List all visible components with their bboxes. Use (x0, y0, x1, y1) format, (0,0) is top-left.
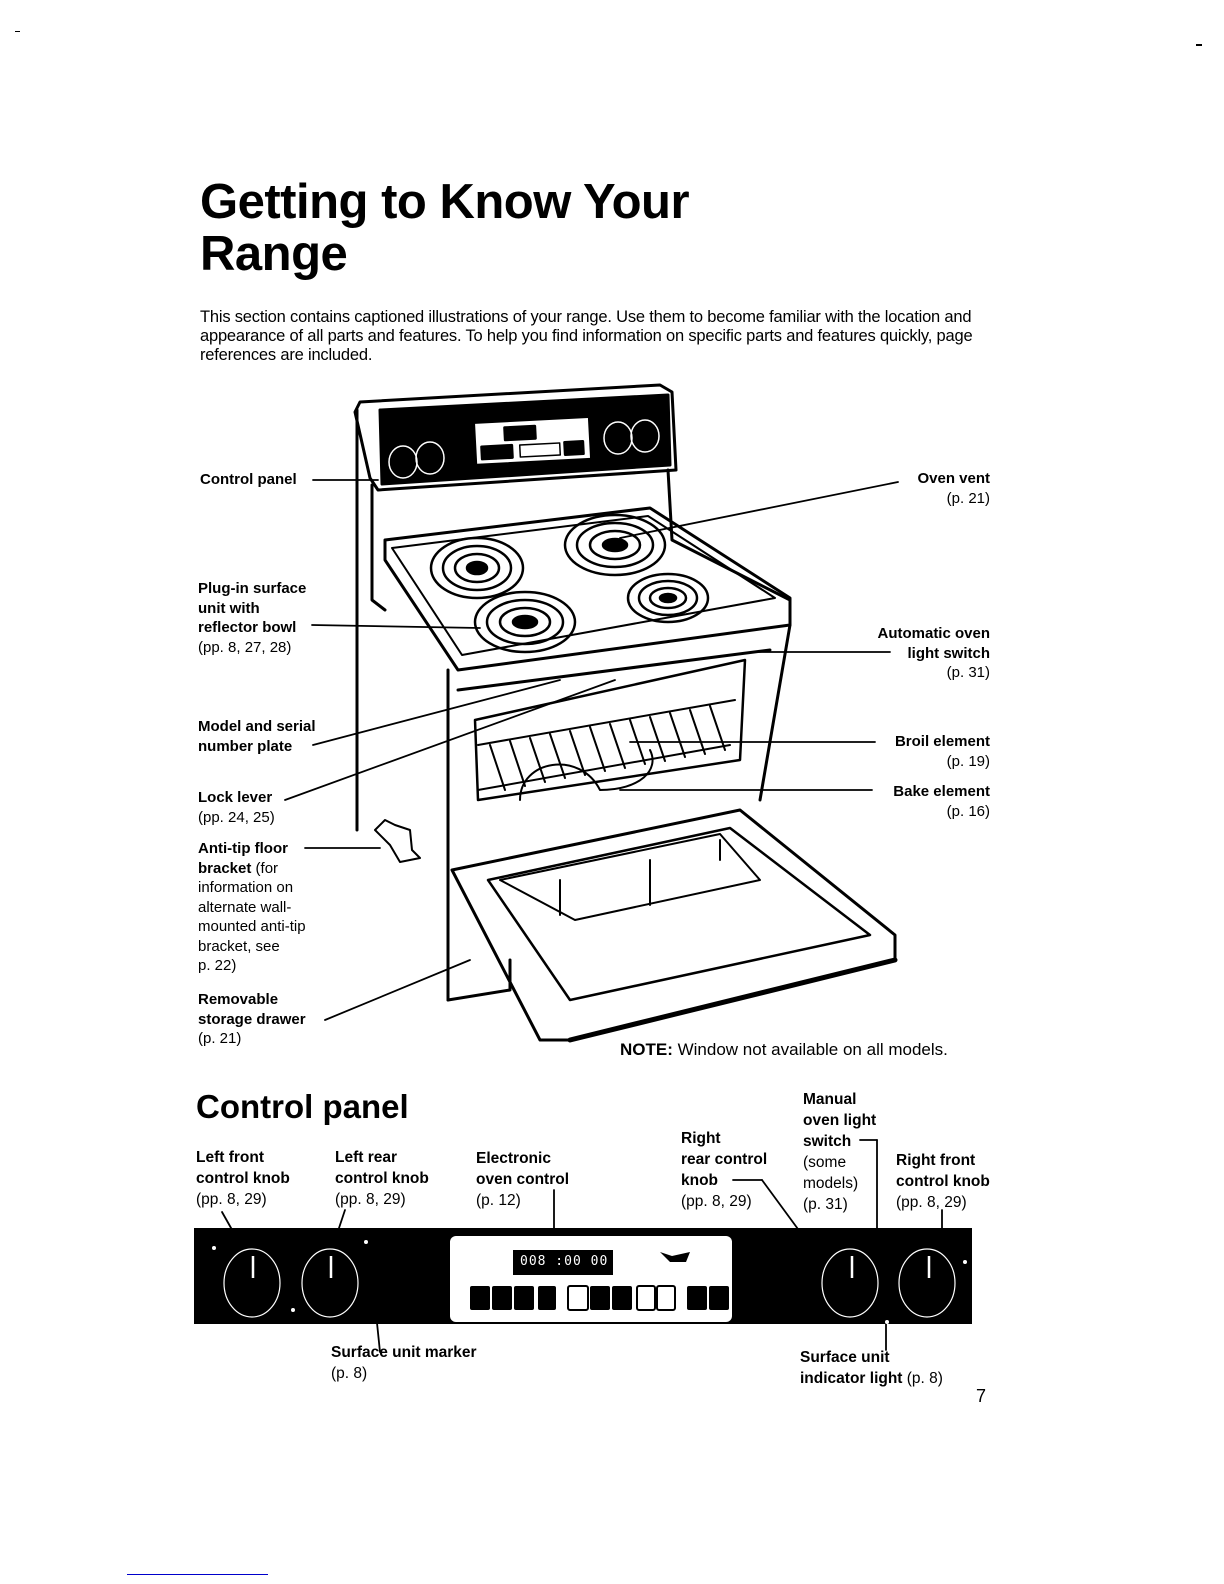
range-front-frame (446, 623, 792, 1002)
whirlpool-logo (660, 1252, 690, 1262)
control-panel-strip (194, 1228, 972, 1324)
callout-broil-element: Broil element (p. 19) (894, 733, 990, 770)
callout-model-serial-plate: Model and serial number plate (198, 718, 316, 755)
scan-speck (1196, 44, 1202, 46)
anti-tip-bracket (374, 819, 421, 863)
control-panel-heading: Control panel (196, 1088, 409, 1125)
callout-oven-vent: Oven vent (p. 21) (917, 470, 990, 507)
label-right-front-knob: Right front control knob (pp. 8, 29) (896, 1152, 990, 1211)
storage-drawer (446, 958, 512, 1002)
callout-bake-element: Bake element (p. 16) (893, 783, 990, 820)
page-title-line2: Range (200, 227, 348, 281)
oven-window (499, 833, 761, 921)
callout-lock-lever: Lock lever (pp. 24, 25) (198, 789, 275, 826)
scan-speck (15, 31, 20, 32)
label-manual-oven-light-switch: Manual oven light switch (some models) (… (803, 1091, 877, 1213)
callout-control-panel: Control panel (200, 471, 297, 488)
knob-right-rear (821, 1248, 879, 1318)
burner-left-rear (429, 536, 525, 600)
oven-cavity (473, 658, 747, 802)
bottom-link-underline (127, 1574, 268, 1575)
intro-paragraph: This section contains captioned illustra… (200, 308, 973, 364)
knob-left-front (223, 1248, 281, 1318)
knob-left-rear (301, 1248, 359, 1318)
oven-rack (477, 699, 736, 791)
window-note: NOTE: Window not available on all models… (620, 1040, 948, 1059)
bake-element-loop (519, 749, 654, 801)
label-left-rear-knob: Left rear control knob (pp. 8, 29) (335, 1149, 429, 1208)
page-title-line1: Getting to Know Your (200, 175, 690, 229)
knob-right-front (898, 1248, 956, 1318)
callout-automatic-light-switch: Automatic oven light switch (p. 31) (877, 625, 990, 681)
page-title: Getting to Know Your Range (200, 176, 900, 280)
label-surface-unit-indicator-light: Surface unit indicator light (p. 8) (800, 1349, 943, 1387)
callout-storage-drawer: Removable storage drawer (p. 21) (198, 991, 306, 1047)
label-right-rear-knob: Right rear control knob (pp. 8, 29) (681, 1130, 768, 1210)
label-left-front-knob: Left front control knob (pp. 8, 29) (196, 1149, 290, 1208)
burner-right-rear (563, 513, 667, 577)
burner-right-front (626, 572, 710, 624)
callout-anti-tip-bracket: Anti-tip floor bracket (for information … (198, 840, 306, 974)
label-electronic-oven-control: Electronic oven control (p. 12) (476, 1150, 570, 1209)
callout-plug-in-surface-unit: Plug-in surface unit with reflector bowl… (198, 580, 307, 656)
page-number: 7 (976, 1386, 987, 1406)
oven-display-readout: 008 :00 00 (520, 1254, 609, 1269)
oven-display (513, 1250, 613, 1275)
label-surface-unit-marker: Surface unit marker (p. 8) (331, 1344, 477, 1382)
burner-left-front (473, 590, 577, 654)
